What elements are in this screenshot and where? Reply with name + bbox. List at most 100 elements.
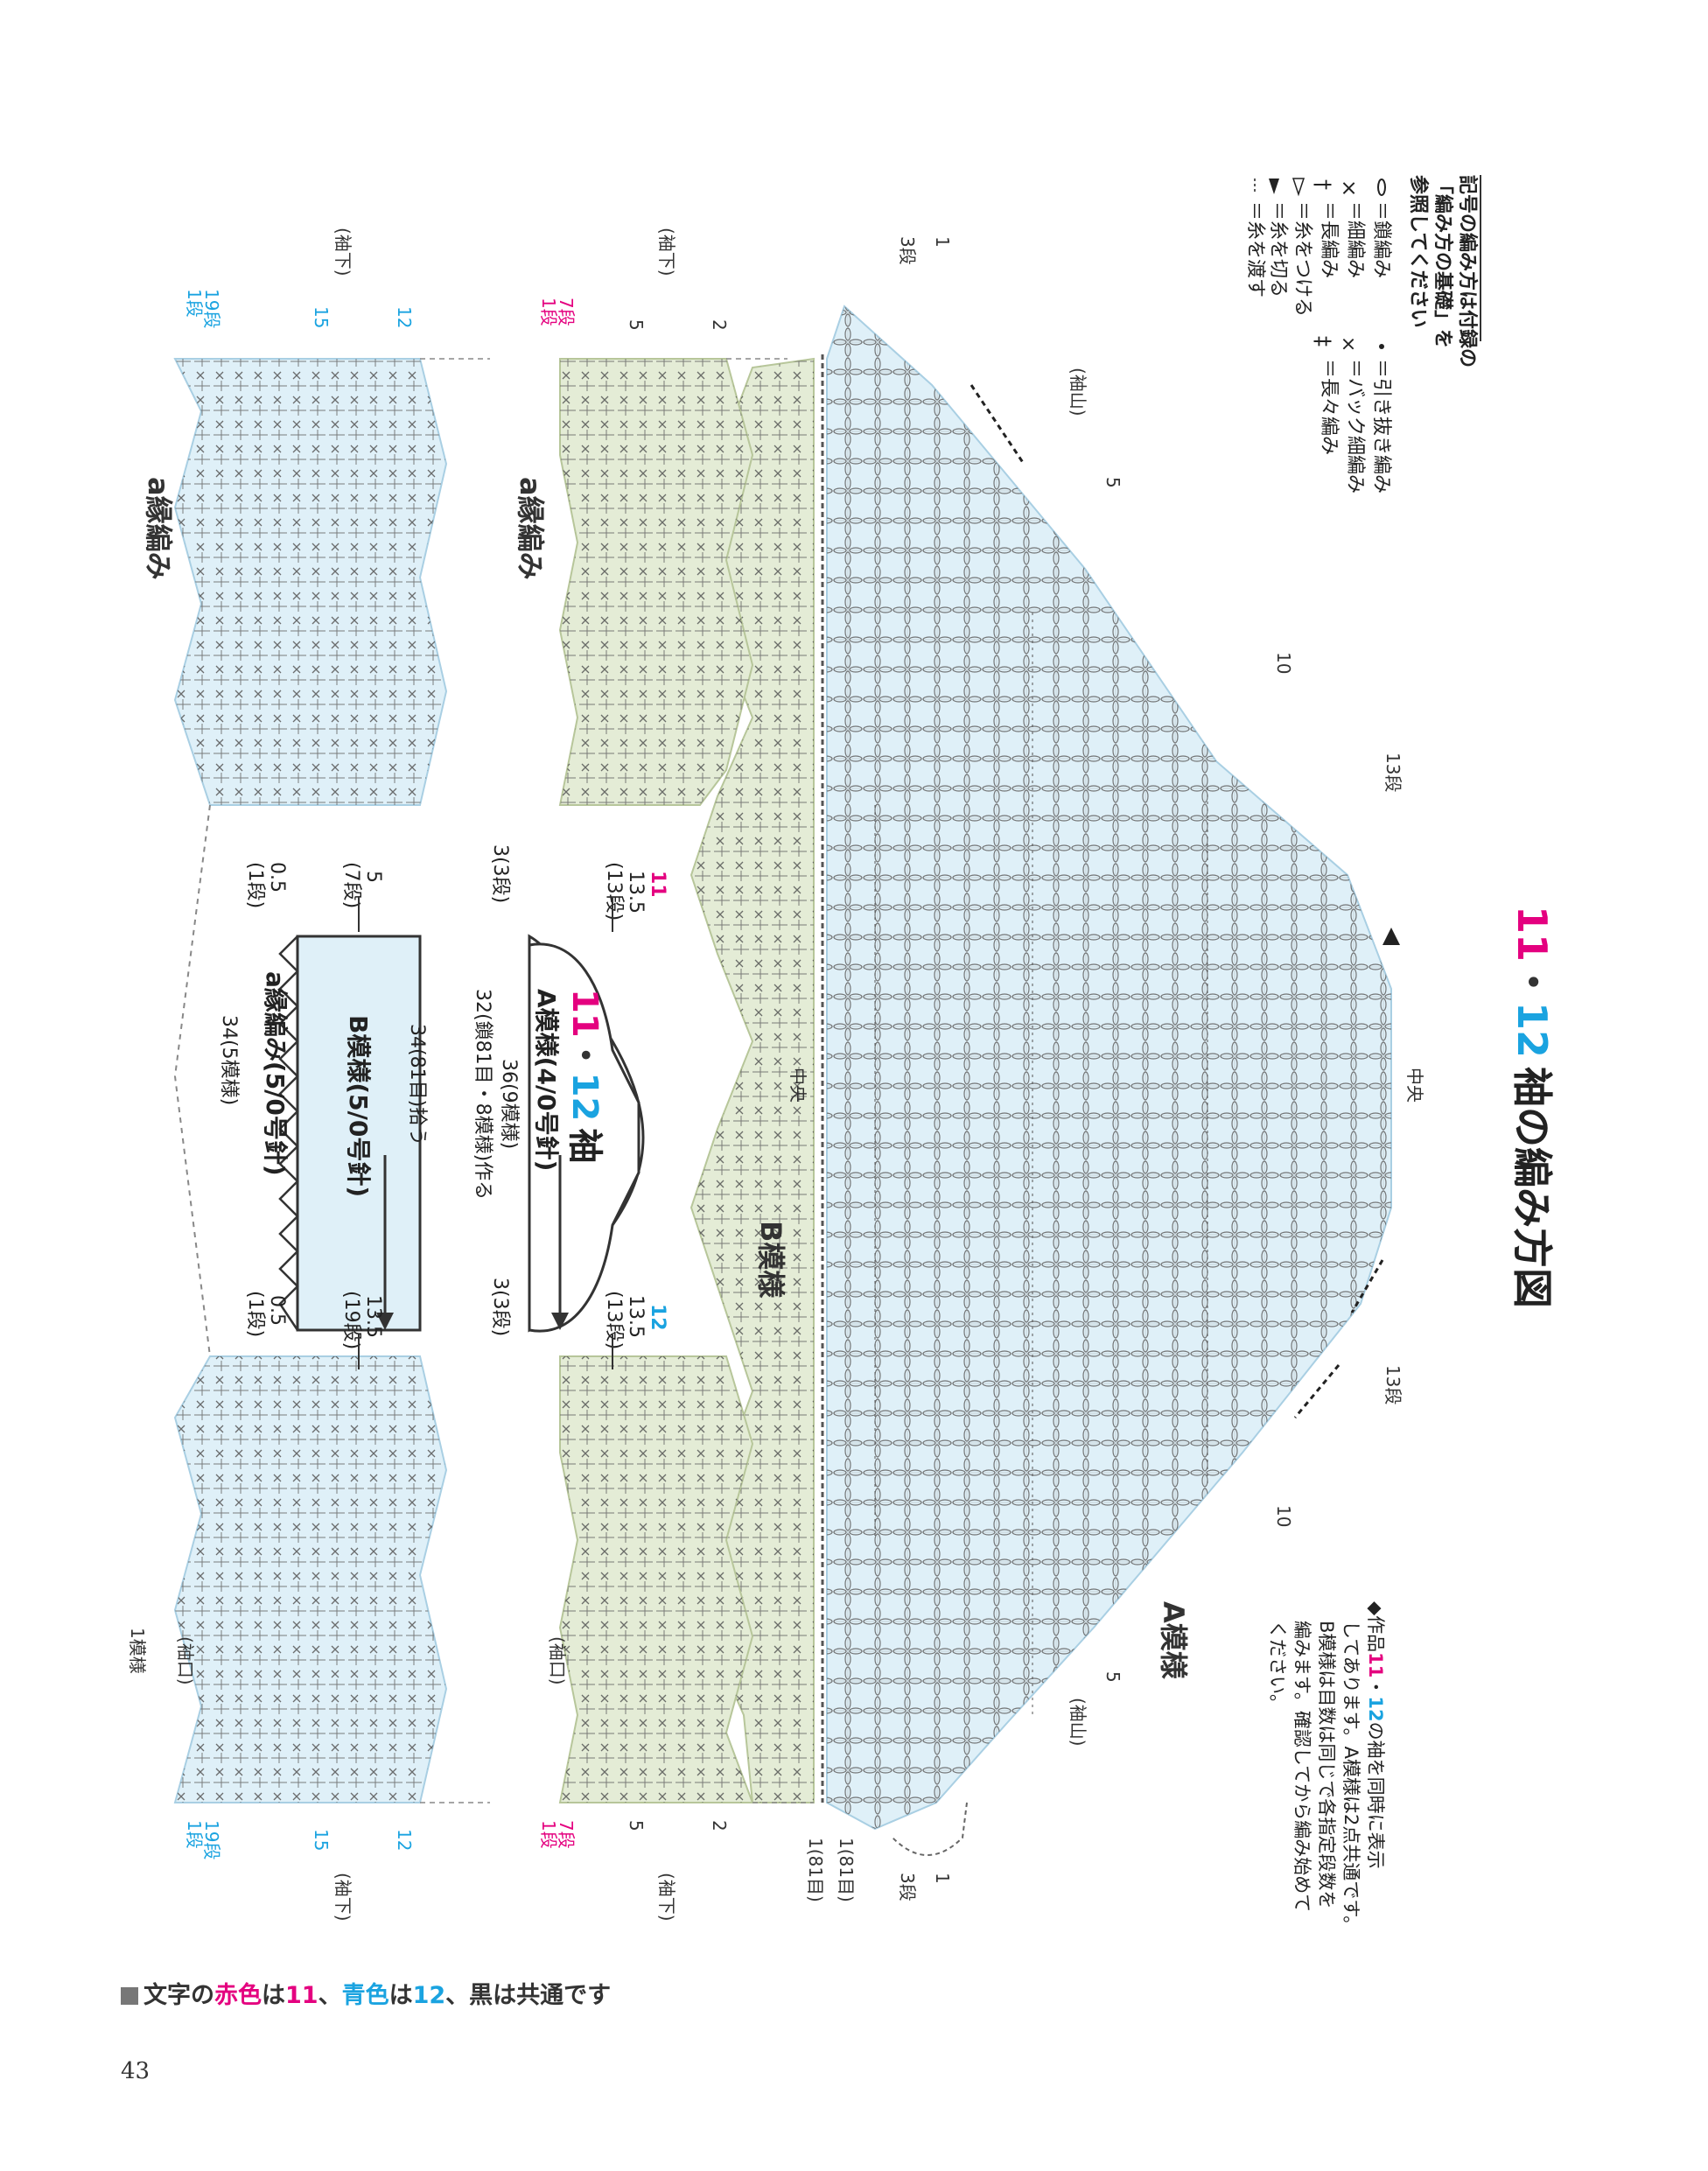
- row-label-5b: 5: [1102, 1671, 1124, 1683]
- cuff-label-1: (袖口): [547, 1636, 568, 1685]
- svg-text:編みます。確認してから編み始めて: 編みます。確認してから編み始めて: [1292, 1621, 1312, 1912]
- row-b-5: 5: [626, 319, 647, 331]
- sleeve-schematic: 11・12袖 A模様(4/0号針) B模様(5/0号針) a縁編み(5/0号針)…: [218, 844, 668, 1369]
- row-c-15: 15: [311, 306, 332, 328]
- square-bullet-icon: [121, 1987, 138, 2005]
- chain-icon: [1377, 179, 1386, 196]
- pattern-b-label: B模様: [754, 1221, 788, 1299]
- dim-32: 32(鎖81目・8模様)作る: [472, 989, 494, 1200]
- side11-c: (13段): [603, 862, 625, 921]
- underarm-label-4: (袖下): [332, 1873, 354, 1922]
- cap-dim-2: 3(3段): [489, 1278, 511, 1336]
- dtr-icon: ‡: [1311, 336, 1335, 347]
- row-label-13b: 13段: [1382, 1365, 1404, 1404]
- b12-dim-a: 13.5: [362, 1295, 384, 1338]
- legend-header-3: 参照してください: [1407, 175, 1430, 328]
- legend-dc: ＝長編み: [1318, 201, 1340, 278]
- row-b-5b: 5: [626, 1820, 647, 1831]
- one-pattern-label: 1模様: [127, 1628, 148, 1674]
- row-label-13: 13段: [1382, 753, 1404, 792]
- cut-icon: [1269, 179, 1279, 194]
- rev-sc-icon: ×: [1337, 336, 1359, 352]
- side12-a: 12: [647, 1304, 668, 1331]
- legend-sc: ＝細編み: [1344, 201, 1366, 278]
- note-block: ◆作品11・12の袖を同時に表示 してあります。A模様は2点共通です。 B模様は…: [1267, 1601, 1386, 1934]
- dim-34-pick: 34(81目)拾う: [406, 1024, 428, 1145]
- row-label-1b: 1: [932, 1873, 953, 1884]
- cap-dim-1: 3(3段): [489, 844, 511, 903]
- stitch-count-81: 1(81目): [836, 1838, 857, 1902]
- edge-a-label-green: a縁編み: [514, 477, 547, 580]
- row-c-12: 12: [394, 306, 415, 328]
- schematic-b-label: B模様(5/0号針): [344, 1015, 373, 1197]
- side12-b: 13.5: [625, 1295, 647, 1338]
- row-label-1: 1: [932, 236, 953, 248]
- legend-cut: ＝糸を切る: [1267, 201, 1289, 298]
- footer-note: 文字の赤色は11、青色は12、黒は共通です: [121, 1976, 611, 2010]
- underarm-label-3: (袖下): [656, 1873, 677, 1922]
- edge-dim-b: (1段): [244, 862, 266, 908]
- edge-a-green: [558, 358, 754, 1803]
- page-number: 43: [121, 2058, 150, 2084]
- row-label-10b: 10: [1273, 1505, 1294, 1527]
- center-label-b: 中央: [788, 1068, 808, 1103]
- schematic-title: 11・12袖: [564, 989, 605, 1163]
- b11-dim-a: 5: [362, 871, 384, 883]
- sc-icon: ×: [1337, 179, 1362, 197]
- row-c-1: 1段: [184, 289, 205, 318]
- legend-slip: ＝引き抜き編み: [1370, 359, 1392, 494]
- row-c-19b: 19段: [201, 1820, 222, 1859]
- row-c-12b: 12: [394, 1829, 415, 1851]
- edge-dim-a: 0.5: [266, 862, 288, 893]
- legend-rev-sc: ＝バック細編み: [1344, 359, 1366, 494]
- cuff-label-2: (袖口): [175, 1636, 196, 1685]
- row-c-19: 19段: [201, 289, 222, 328]
- dim-34: 34(5模様): [218, 1015, 240, 1105]
- legend-join: ＝糸をつける: [1292, 201, 1313, 317]
- page-title: 11・12袖の編み方図: [1508, 906, 1556, 1308]
- legend-chain: ＝鎖編み: [1370, 201, 1392, 278]
- sleeve-cap-label-bottom: (袖山): [1068, 1698, 1088, 1747]
- edge-a-label-blue: a縁編み: [142, 477, 175, 580]
- edge-dim-d: (1段): [244, 1291, 266, 1337]
- row-label-10: 10: [1273, 652, 1294, 674]
- pattern-a-label: A模様: [1157, 1601, 1190, 1680]
- legend-header-2: 「編み方の基礎」を: [1432, 175, 1454, 348]
- sleeve-cap-label-top: (袖山): [1068, 368, 1088, 417]
- row-b-1: 1段: [538, 298, 559, 326]
- legend-dtr: ＝長々編み: [1318, 359, 1340, 455]
- schematic-edge-label: a縁編み(5/0号針): [261, 971, 290, 1176]
- underarm-label-2: (袖下): [332, 228, 354, 277]
- svg-text:ください。: ください。: [1267, 1621, 1288, 1712]
- row-b-7: 7段: [556, 298, 577, 326]
- row-b-1b: 1段: [538, 1820, 559, 1849]
- row-b-7b: 7段: [556, 1820, 577, 1849]
- row-b-2: 2: [709, 319, 730, 331]
- side12-c: (13段): [603, 1291, 625, 1349]
- row-label-5: 5: [1102, 477, 1124, 488]
- row-c-1b: 1段: [184, 1820, 205, 1849]
- row-c-15b: 15: [311, 1829, 332, 1851]
- side11-a: 11: [647, 871, 668, 898]
- join-icon: [1292, 178, 1306, 197]
- pattern-a-chart: [821, 305, 1400, 1856]
- svg-text:してあります。A模様は2点共通です。: してあります。A模様は2点共通です。: [1340, 1621, 1362, 1934]
- dim-36: 36(9模様): [498, 1059, 520, 1149]
- schematic-a-label: A模様(4/0号針): [532, 989, 561, 1171]
- row-label-3: 3段: [897, 236, 918, 265]
- edge-a-blue: [173, 358, 814, 1803]
- edge-dim-c: 0.5: [266, 1295, 288, 1326]
- slip-icon: [1379, 344, 1384, 349]
- dc-icon: †: [1311, 179, 1335, 190]
- underarm-label-1: (袖下): [656, 228, 677, 277]
- row-b-2b: 2: [709, 1820, 730, 1831]
- side11-b: 13.5: [625, 871, 647, 914]
- stitch-count-81b: 1(81目): [805, 1838, 826, 1902]
- stitch-legend: 記号の編み方は付録の 「編み方の基礎」を 参照してください ＝鎖編み ＝引き抜き…: [1244, 175, 1481, 494]
- center-label-a: 中央: [1404, 1068, 1425, 1103]
- svg-text:◆作品11・12の袖を同時に表示: ◆作品11・12の袖を同時に表示: [1365, 1601, 1386, 1869]
- schematic-b-shape: [296, 935, 422, 1332]
- row-label-3b: 3段: [897, 1873, 918, 1901]
- legend-carry: ＝糸を渡す: [1244, 201, 1266, 298]
